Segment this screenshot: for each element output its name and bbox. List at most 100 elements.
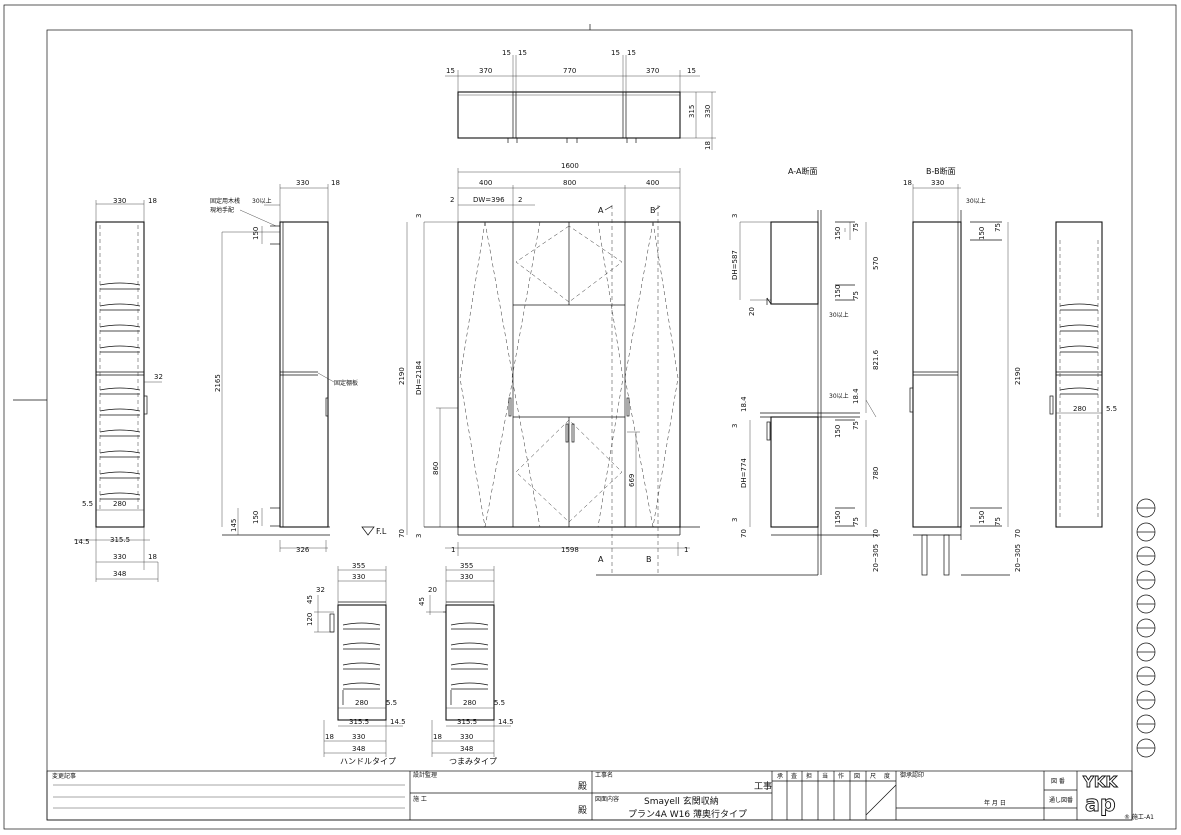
front-dim-dh2184: DH=2184 bbox=[415, 360, 423, 395]
aa-dim-dh587: DH=587 bbox=[731, 250, 739, 280]
knob-dim-330-bottom: 330 bbox=[460, 733, 473, 741]
handle-dim-32: 32 bbox=[316, 586, 325, 594]
aa-dim-70-left: 70 bbox=[740, 529, 748, 538]
section-a-mark-top: A bbox=[598, 206, 604, 215]
drawing-content-label: 図面内容 bbox=[595, 795, 619, 803]
approval-3: 担 bbox=[806, 772, 812, 780]
knob-dim-348: 348 bbox=[460, 745, 473, 753]
front-dim-669: 669 bbox=[628, 474, 636, 487]
aa-dim-3-top: 3 bbox=[731, 214, 739, 218]
section-b-mark-bottom: B bbox=[646, 555, 652, 564]
knob-dim-20: 20 bbox=[428, 586, 437, 594]
title-block: 変更記事 設計監理 殿 施 工 殿 工事名 工事 図面内容 Smayell 玄関… bbox=[46, 770, 1133, 821]
change-log-label: 変更記事 bbox=[52, 772, 76, 780]
bb-dim-18: 18 bbox=[903, 179, 912, 187]
knob-dim-330: 330 bbox=[460, 573, 473, 581]
approval-4: 当 bbox=[822, 772, 828, 780]
drawing-number-label: 図 番 bbox=[1051, 778, 1065, 785]
top-dim-18: 18 bbox=[704, 141, 712, 150]
top-dim-15f: 15 bbox=[687, 67, 696, 75]
left-plan-dim-18-top: 18 bbox=[148, 197, 157, 205]
drawing-title-line1: Smayell 玄関収納 bbox=[644, 795, 719, 807]
bb-dim-150b: 150 bbox=[978, 511, 986, 524]
handle-dim-348: 348 bbox=[352, 745, 365, 753]
aa-dim-20: 20 bbox=[748, 307, 756, 316]
left-plan-dim-18-bottom: 18 bbox=[148, 553, 157, 561]
design-supervisor-dono: 殿 bbox=[578, 781, 587, 792]
handle-dim-120: 120 bbox=[306, 613, 314, 626]
bb-dim-75b: 75 bbox=[994, 517, 1002, 526]
approval-8: 度 bbox=[884, 772, 890, 780]
front-dim-70: 70 bbox=[398, 529, 406, 538]
left-side-dim-150a: 150 bbox=[252, 227, 260, 240]
aa-dim-821-6: 821.6 bbox=[872, 349, 880, 370]
handle-dim-14-5: 14.5 bbox=[390, 718, 406, 726]
right-plan-dim-5-5: 5.5 bbox=[1106, 405, 1117, 413]
front-dim-400a: 400 bbox=[479, 179, 492, 187]
aa-dim-75a: 75 bbox=[852, 223, 860, 232]
note-fixed-shelf: 固定棚板 bbox=[334, 379, 358, 387]
design-supervisor-label: 設計監理 bbox=[413, 771, 437, 779]
handle-type-view: 355 330 32 45 120 280 5.5 315.5 14.5 18 … bbox=[306, 562, 406, 766]
front-dim-3-bottom: 3 bbox=[415, 534, 423, 538]
bb-dim-leg: 20~305 bbox=[1014, 544, 1022, 572]
handle-dim-315-5: 315.5 bbox=[349, 718, 369, 726]
handle-dim-45: 45 bbox=[306, 595, 314, 604]
note-30-or-more: 30以上 bbox=[252, 197, 272, 205]
front-dim-800: 800 bbox=[563, 179, 576, 187]
aa-dim-150b: 150 bbox=[834, 285, 842, 298]
approval-stamp-label: 御承認印 bbox=[900, 771, 924, 779]
left-plan-dim-348: 348 bbox=[113, 570, 126, 578]
approval-7: 尺 bbox=[870, 773, 876, 780]
aa-dim-leg: 20~305 bbox=[872, 544, 880, 572]
section-aa: A-A断面 3 DH=587 20 150 75 570 150 75 30以上… bbox=[731, 166, 880, 575]
note-fixing-batten: 固定用木桟 bbox=[210, 197, 240, 205]
section-a-mark-bottom: A bbox=[598, 555, 604, 564]
left-plan-dim-315-5: 315.5 bbox=[110, 536, 130, 544]
aa-over30a: 30以上 bbox=[829, 311, 849, 319]
right-plan-dim-280: 280 bbox=[1073, 405, 1086, 413]
front-dim-2a: 2 bbox=[450, 196, 454, 204]
floor-level-label: F.L bbox=[376, 527, 387, 536]
front-dim-2b: 2 bbox=[518, 196, 522, 204]
knob-dim-14-5: 14.5 bbox=[498, 718, 514, 726]
handle-dim-330-bottom: 330 bbox=[352, 733, 365, 741]
logo-ykk: YKK bbox=[1082, 773, 1118, 791]
aa-over30b: 30以上 bbox=[829, 392, 849, 400]
front-dim-860: 860 bbox=[432, 462, 440, 475]
front-dim-2190: 2190 bbox=[398, 367, 406, 385]
front-dim-1600: 1600 bbox=[561, 162, 579, 170]
aa-dim-150d: 150 bbox=[834, 511, 842, 524]
top-dim-15d: 15 bbox=[611, 49, 620, 57]
handle-dim-18: 18 bbox=[325, 733, 334, 741]
aa-dim-3-bottom: 3 bbox=[731, 518, 739, 522]
knob-dim-355: 355 bbox=[460, 562, 473, 570]
bb-dim-2190: 2190 bbox=[1014, 367, 1022, 385]
aa-dim-150c: 150 bbox=[834, 425, 842, 438]
knob-dim-18: 18 bbox=[433, 733, 442, 741]
knob-dim-5-5: 5.5 bbox=[494, 699, 505, 707]
aa-dim-780: 780 bbox=[872, 467, 880, 480]
left-side-dim-2165: 2165 bbox=[214, 374, 222, 392]
approval-5: 作 bbox=[838, 772, 844, 780]
top-dim-370a: 370 bbox=[479, 67, 492, 75]
construction-label: 施 工 bbox=[413, 795, 427, 803]
aa-dim-570: 570 bbox=[872, 257, 880, 270]
bb-dim-75a: 75 bbox=[994, 223, 1002, 232]
front-dim-3-top: 3 bbox=[415, 214, 423, 218]
left-side-dim-145: 145 bbox=[230, 519, 238, 532]
top-dim-15a: 15 bbox=[446, 67, 455, 75]
section-bb-title: B-B断面 bbox=[926, 166, 956, 176]
left-side-view: 330 18 固定用木桟 現地手配 30以上 150 2165 150 145 … bbox=[210, 179, 358, 554]
bb-dim-70: 70 bbox=[1014, 529, 1022, 538]
aa-dim-dh774: DH=774 bbox=[740, 458, 748, 488]
section-bb: B-B断面 18 330 30以上 150 75 2190 150 75 70 … bbox=[903, 166, 1022, 576]
left-plan-dim-32: 32 bbox=[154, 373, 163, 381]
knob-dim-45: 45 bbox=[418, 597, 426, 606]
front-dim-1b: 1 bbox=[684, 546, 688, 554]
knob-dim-280: 280 bbox=[463, 699, 476, 707]
right-plan-view: 280 5.5 bbox=[1049, 221, 1117, 528]
left-plan-dim-5-5: 5.5 bbox=[82, 500, 93, 508]
